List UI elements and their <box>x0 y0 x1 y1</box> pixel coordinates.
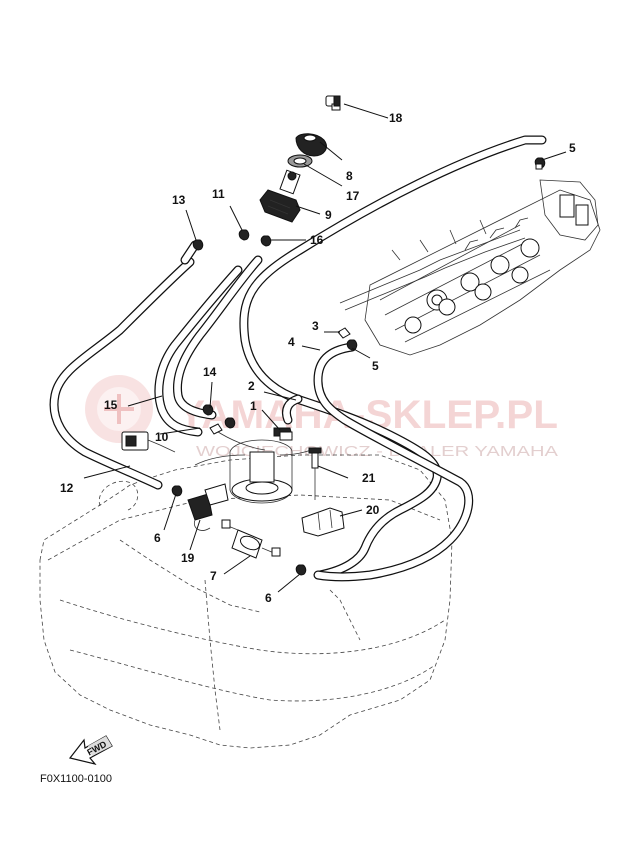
label-part-6-right: 6 <box>265 591 272 605</box>
breather-hose-12 <box>49 257 195 490</box>
throttle-body-assembly <box>339 179 601 356</box>
label-part-9: 9 <box>325 208 332 222</box>
label-part-10: 10 <box>155 430 169 444</box>
label-part-4: 4 <box>288 335 295 349</box>
clamp-part-16 <box>260 235 272 247</box>
label-part-21: 21 <box>362 471 376 485</box>
part-labels: 18 8 17 9 5 11 16 13 3 4 5 14 15 10 2 1 … <box>60 111 576 605</box>
fuel-filter-part-7 <box>221 519 281 559</box>
bracket-part-19 <box>187 483 229 531</box>
label-part-3: 3 <box>312 319 319 333</box>
watermark: YAMAHA-SKLEP.PL WOJCIECHOWICZ - DEALER Y… <box>85 375 558 460</box>
label-part-16: 16 <box>310 233 324 247</box>
clip-part-3 <box>337 327 351 339</box>
diagram-code: F0X1100-0100 <box>40 773 112 785</box>
watermark-logo-icon <box>85 375 153 443</box>
label-part-20: 20 <box>366 503 380 517</box>
label-part-19: 19 <box>181 551 195 565</box>
check-valve-part-9 <box>259 169 301 223</box>
label-part-15: 15 <box>104 398 118 412</box>
cap-part-8 <box>295 133 327 157</box>
label-part-18: 18 <box>389 111 403 125</box>
label-part-7: 7 <box>210 569 217 583</box>
label-part-1: 1 <box>250 399 257 413</box>
breather-hose-10 <box>172 255 263 420</box>
gasket-part-17 <box>287 154 313 168</box>
bolt-part-21 <box>308 447 322 500</box>
clamp-part-6-right <box>295 564 307 576</box>
breather-hose-13 <box>180 240 200 265</box>
bolt-part-18 <box>325 95 341 111</box>
clamp-part-6-left <box>171 485 183 497</box>
label-part-5-bottom: 5 <box>372 359 379 373</box>
fuel-pump-unit <box>194 429 319 504</box>
bracket-part-20 <box>301 507 345 537</box>
label-part-6-left: 6 <box>154 531 161 545</box>
clamp-part-13 <box>192 239 204 251</box>
label-part-13: 13 <box>172 193 186 207</box>
pipe-joint-part-1 <box>273 427 293 441</box>
clamp-part-14 <box>202 404 236 435</box>
label-part-8: 8 <box>346 169 353 183</box>
leader-lines <box>83 103 567 593</box>
label-part-11: 11 <box>212 187 225 201</box>
label-part-2: 2 <box>248 379 255 393</box>
fuel-hose-2 <box>313 342 474 582</box>
clamp-part-5-bottom <box>346 339 358 351</box>
label-part-14: 14 <box>203 365 217 379</box>
fwd-arrow-icon: FWD <box>68 735 113 766</box>
breather-hose-15 <box>154 265 243 437</box>
clamp-part-11 <box>238 229 250 241</box>
label-part-17: 17 <box>346 189 360 203</box>
connector-part-10 <box>121 431 176 453</box>
label-part-5-top: 5 <box>569 141 576 155</box>
label-part-12: 12 <box>60 481 74 495</box>
clamp-part-5-top <box>534 157 546 170</box>
